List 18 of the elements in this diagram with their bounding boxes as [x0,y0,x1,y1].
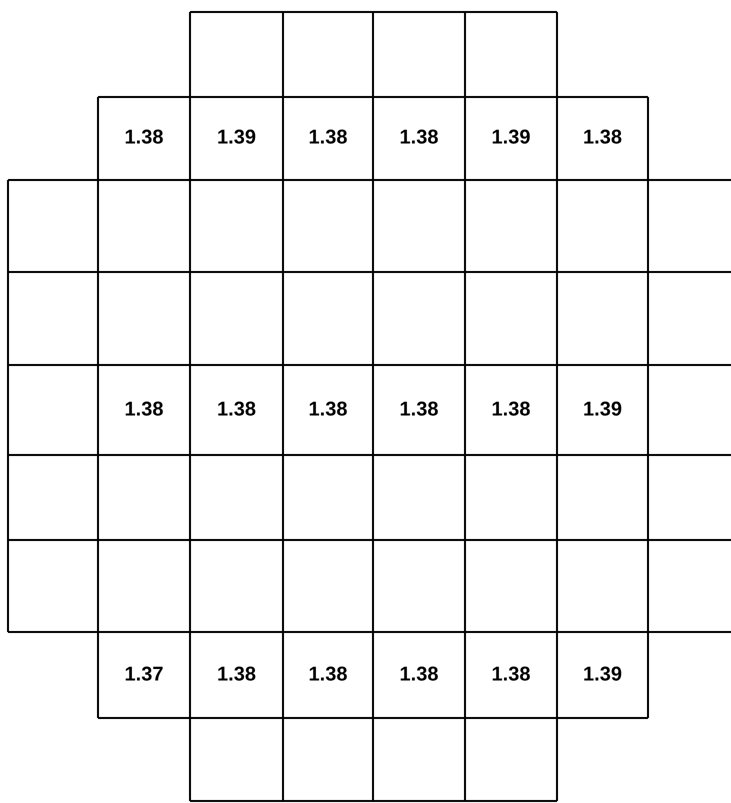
cell-value: 1.38 [400,398,438,422]
cell-value: 1.38 [217,398,256,422]
cell-value: 1.39 [583,398,622,422]
cell-value: 1.39 [492,126,530,150]
cell-value: 1.38 [124,126,164,150]
cell-value: 1.38 [308,126,348,150]
cell-value: 1.38 [583,126,622,150]
cell-value: 1.38 [400,664,438,686]
cell-value: 1.39 [583,664,622,686]
cell-value: 1.38 [308,664,348,686]
cell-value: 1.39 [217,126,256,150]
cell-value: 1.38 [124,398,164,422]
cell-value: 1.38 [400,126,438,150]
cell-value: 1.37 [124,664,164,686]
cell-value: 1.38 [308,398,348,422]
cell-value: 1.38 [492,398,530,422]
cell-value: 1.38 [217,664,256,686]
cell-value: 1.38 [492,664,530,686]
